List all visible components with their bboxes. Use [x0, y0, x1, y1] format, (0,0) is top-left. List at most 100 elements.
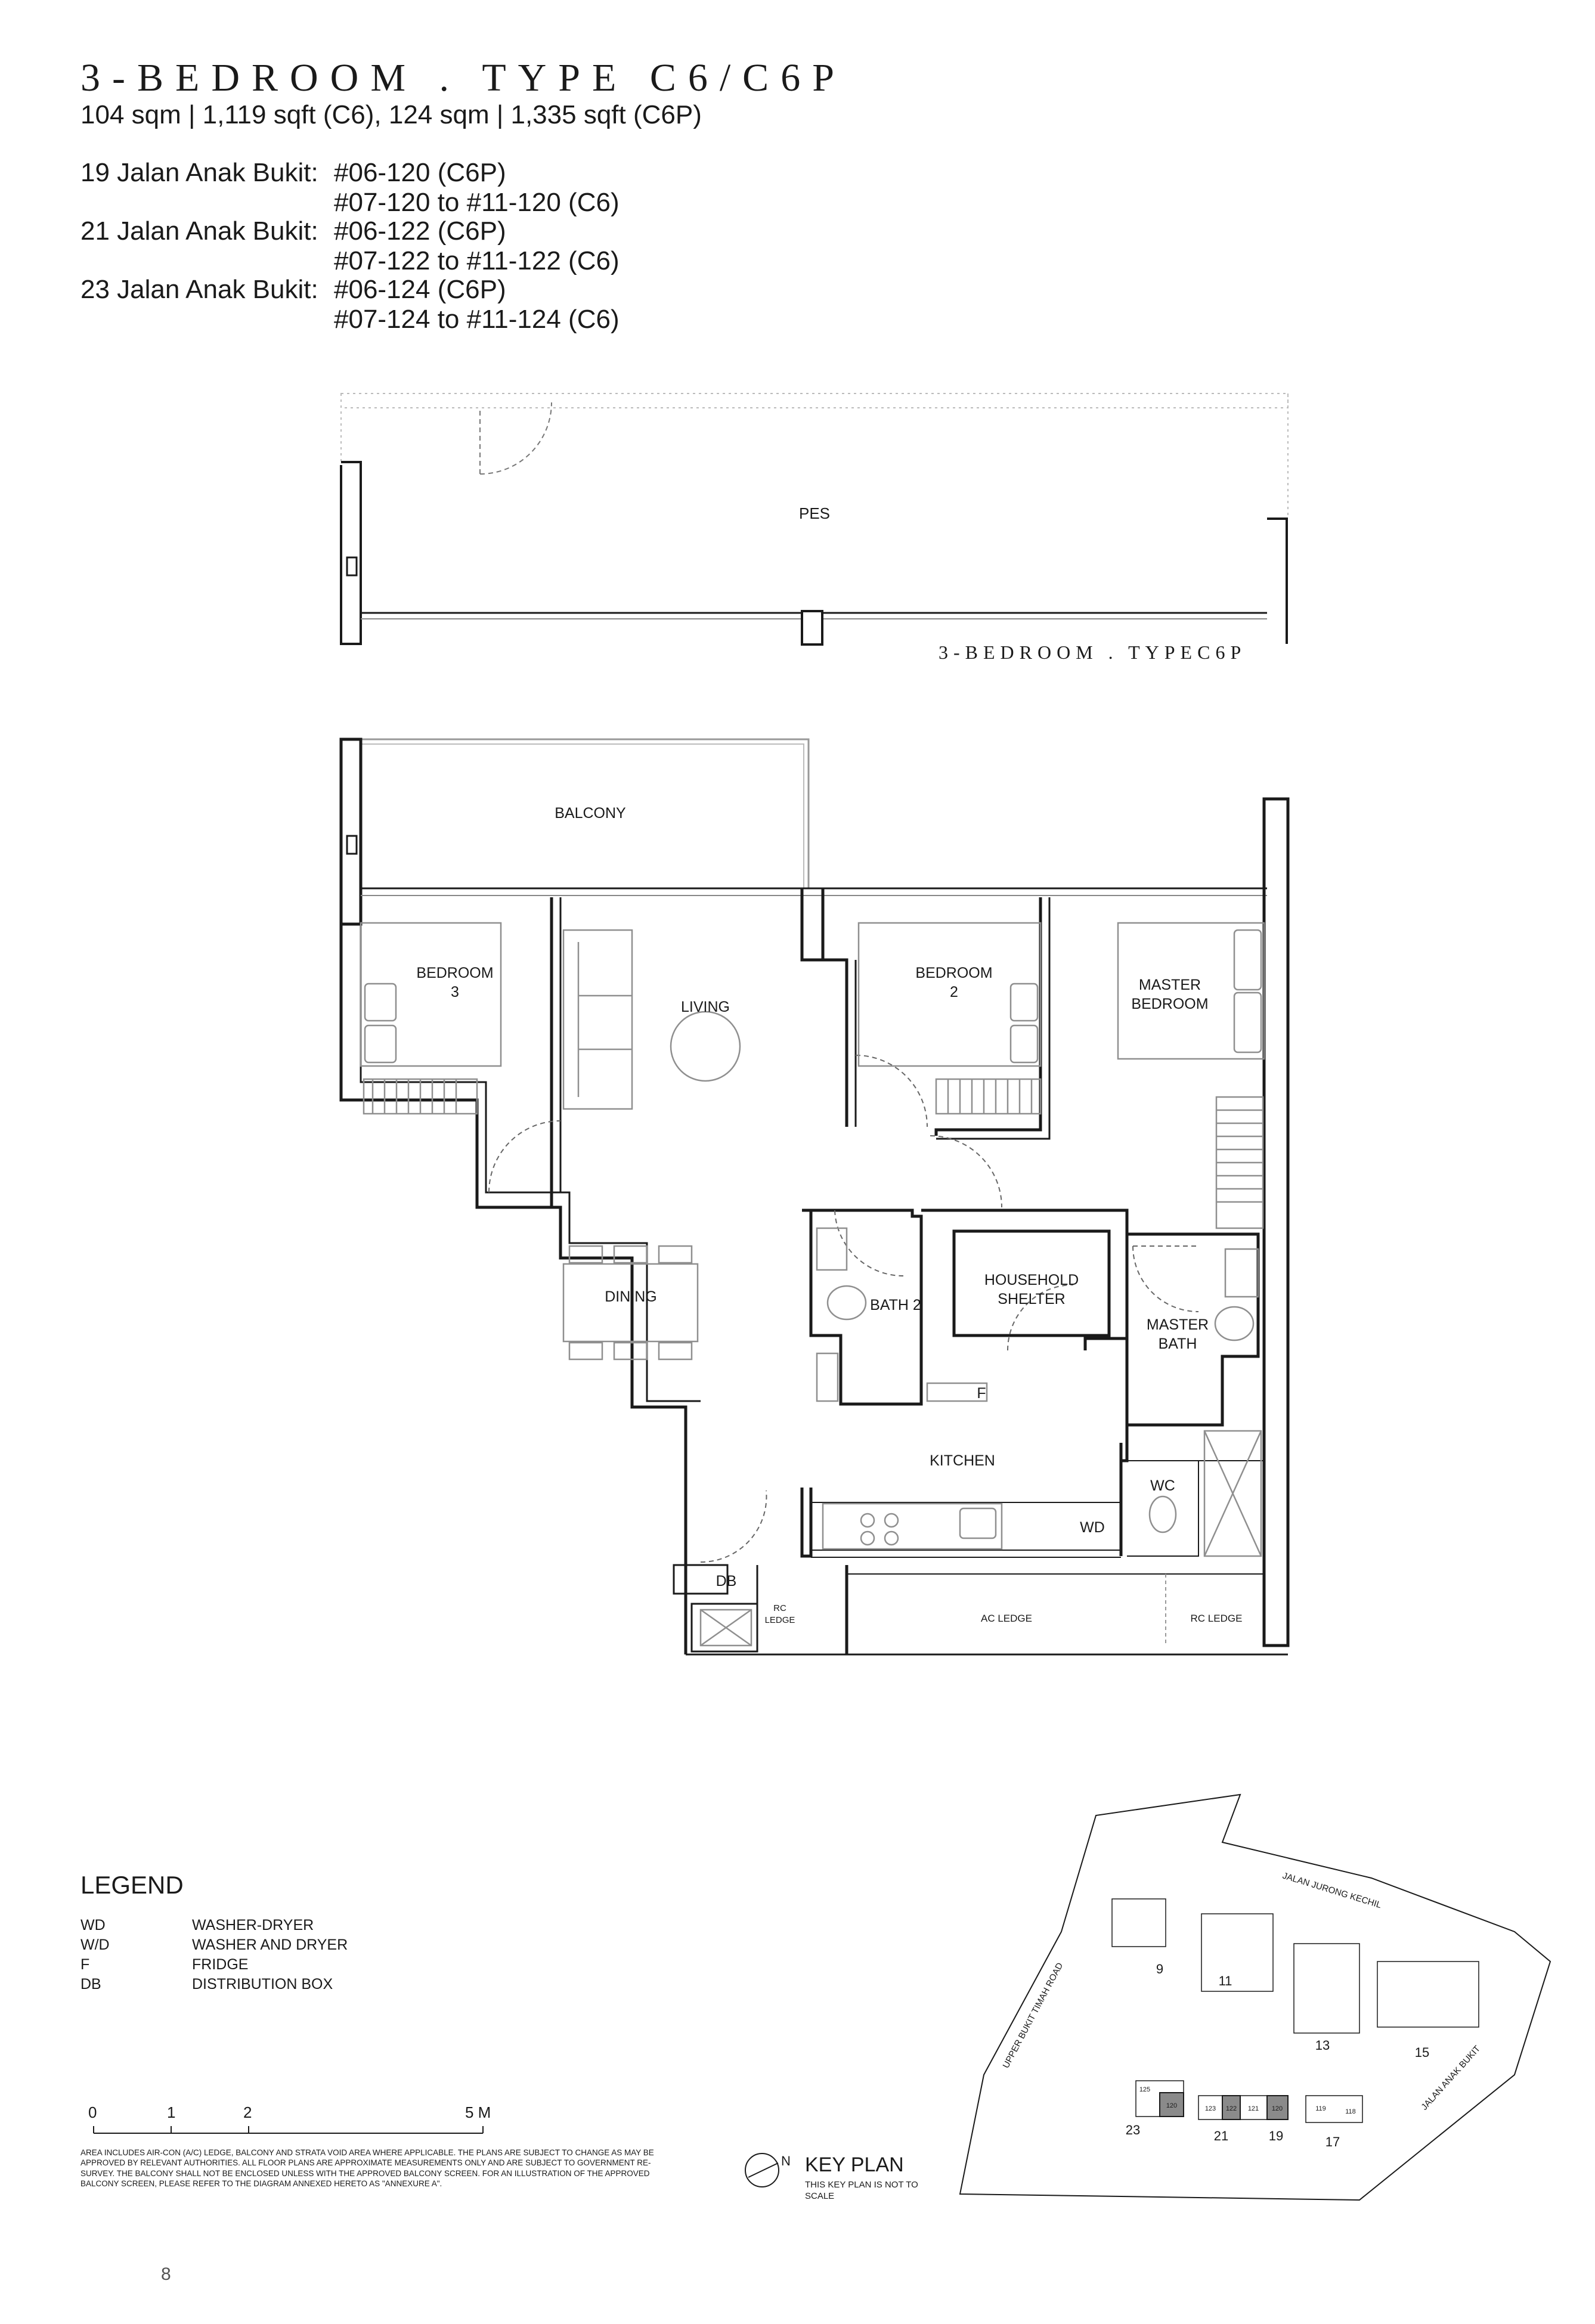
key-plan — [959, 1793, 1551, 2201]
doors — [488, 1055, 1199, 1563]
highlight-120 — [1266, 2095, 1289, 2120]
unit-label: 121 — [1248, 2105, 1259, 2112]
unit-label: 120 — [1272, 2105, 1283, 2112]
legend-code: F — [80, 1956, 90, 1973]
scale-label: 5 M — [465, 2103, 491, 2121]
page-number: 8 — [161, 2264, 171, 2284]
room-bedroom3-num: 3 — [451, 984, 459, 1000]
room-shelter: HOUSEHOLD — [984, 1272, 1079, 1288]
block-17 — [1305, 2095, 1363, 2123]
address-street: 23 Jalan Anak Bukit: — [80, 275, 318, 304]
room-bedroom2-num: 2 — [950, 984, 958, 1000]
shower-master — [1203, 1430, 1262, 1557]
address-unit: #07-120 to #11-120 (C6) — [334, 188, 620, 217]
bed-3 — [360, 922, 502, 1067]
coffee-table — [670, 1011, 741, 1082]
room-rc-ledge: RC — [773, 1603, 786, 1613]
unit-label: 125 — [1139, 2086, 1150, 2093]
legend-code: DB — [80, 1976, 101, 1993]
rc-ledge-box — [699, 1609, 752, 1647]
sofa — [562, 929, 633, 1110]
legend-title: LEGEND — [80, 1871, 184, 1899]
room-fridge: F — [977, 1385, 986, 1402]
address-street: 21 Jalan Anak Bukit: — [80, 216, 318, 246]
block-11 — [1201, 1913, 1274, 1992]
address-unit: #06-120 (C6P) — [334, 158, 506, 187]
wardrobe-bed2 — [935, 1078, 1042, 1115]
block-label: 17 — [1325, 2134, 1340, 2149]
legend-desc: WASHER-DRYER — [192, 1917, 314, 1933]
dining-table — [562, 1263, 699, 1343]
room-bedroom3: BEDROOM — [416, 965, 493, 981]
wall-bath2 — [802, 1209, 923, 1406]
kitchen-counter — [822, 1502, 1003, 1550]
fridge — [926, 1382, 988, 1402]
scale-label: 1 — [167, 2103, 176, 2121]
furniture — [360, 922, 1265, 1647]
highlight-124 — [1159, 2092, 1184, 2117]
room-master: MASTER — [1139, 977, 1201, 993]
address-unit: #06-124 (C6P) — [334, 275, 506, 304]
room-bath2: BATH 2 — [870, 1297, 921, 1313]
c6p-pes-plan — [340, 393, 1289, 646]
room-master-bath-b: BATH — [1159, 1335, 1197, 1352]
wall-shelter — [952, 1229, 1111, 1337]
db-box — [673, 1564, 729, 1595]
room-dining: DINING — [605, 1288, 657, 1305]
toilet-wc — [1148, 1495, 1177, 1533]
legend-code: WD — [80, 1917, 106, 1933]
road-label: UPPER BUKIT TIMAH ROAD — [1001, 1961, 1066, 2070]
wall-column-left — [339, 738, 363, 926]
room-balcony: BALCONY — [555, 805, 626, 822]
address-unit: #07-122 to #11-122 (C6) — [334, 246, 620, 275]
pes-label: PES — [799, 504, 830, 522]
legend-code: W/D — [80, 1936, 110, 1953]
legend-desc: FRIDGE — [192, 1956, 249, 1973]
block-15 — [1377, 1961, 1479, 2028]
wall-column-mid — [800, 888, 825, 962]
room-bedroom2: BEDROOM — [915, 965, 992, 981]
unit-label: 123 — [1205, 2105, 1216, 2112]
page-title: 3-BEDROOM . TYPE C6/C6P — [80, 56, 846, 100]
unit-label: 119 — [1315, 2105, 1326, 2112]
main-floor-plan — [339, 738, 1290, 1656]
scale-bar — [93, 2126, 484, 2134]
highlight-122 — [1222, 2095, 1241, 2120]
wall-kitchen-left — [800, 1488, 813, 1558]
bed-2 — [857, 922, 1042, 1067]
block-label: 23 — [1126, 2122, 1140, 2137]
disclaimer: Area includes air-con (A/C) ledge, balco… — [80, 2148, 654, 2188]
room-kitchen: KITCHEN — [930, 1452, 995, 1469]
unit-label: 118 — [1345, 2108, 1356, 2115]
kitchen-sink — [959, 1507, 997, 1539]
block-13 — [1293, 1943, 1360, 2034]
block-label: 19 — [1269, 2128, 1283, 2143]
master-bed — [1117, 922, 1265, 1060]
c6p-plan-caption: 3-BEDROOM . TYPEC6P — [939, 642, 1247, 663]
north-arrow-icon — [745, 2153, 779, 2187]
room-master-bath: MASTER — [1147, 1316, 1209, 1333]
room-rc-ledge-right: RC LEDGE — [1191, 1613, 1243, 1624]
legend-desc: DISTRIBUTION BOX — [192, 1976, 333, 1993]
wall-exterior-right — [1262, 797, 1290, 1647]
block-label: 9 — [1156, 1962, 1163, 1976]
room-shelter-b: SHELTER — [998, 1291, 1065, 1307]
toilet-bath2 — [826, 1285, 867, 1321]
site-boundary — [959, 1793, 1551, 2201]
pes-wall-left — [340, 461, 362, 645]
room-rc-ledge-b: LEDGE — [765, 1615, 795, 1625]
room-master-bedroom: BEDROOM — [1131, 996, 1208, 1012]
balcony-outline — [341, 738, 810, 888]
address-unit: #07-124 to #11-124 (C6) — [334, 305, 620, 334]
block-label: 15 — [1415, 2045, 1429, 2060]
wall-bed2-master — [934, 897, 1042, 1136]
unit-area: 104 sqm | 1,119 sqft (C6), 124 sqm | 1,3… — [80, 100, 702, 129]
scale-label: 0 — [88, 2103, 97, 2121]
unit-label: 120 — [1166, 2102, 1177, 2109]
unit-label: 122 — [1226, 2105, 1237, 2112]
address-street: 19 Jalan Anak Bukit: — [80, 158, 318, 187]
address-unit: #06-122 (C6P) — [334, 216, 506, 246]
scale-label: 2 — [243, 2103, 252, 2121]
room-db: DB — [716, 1573, 737, 1589]
